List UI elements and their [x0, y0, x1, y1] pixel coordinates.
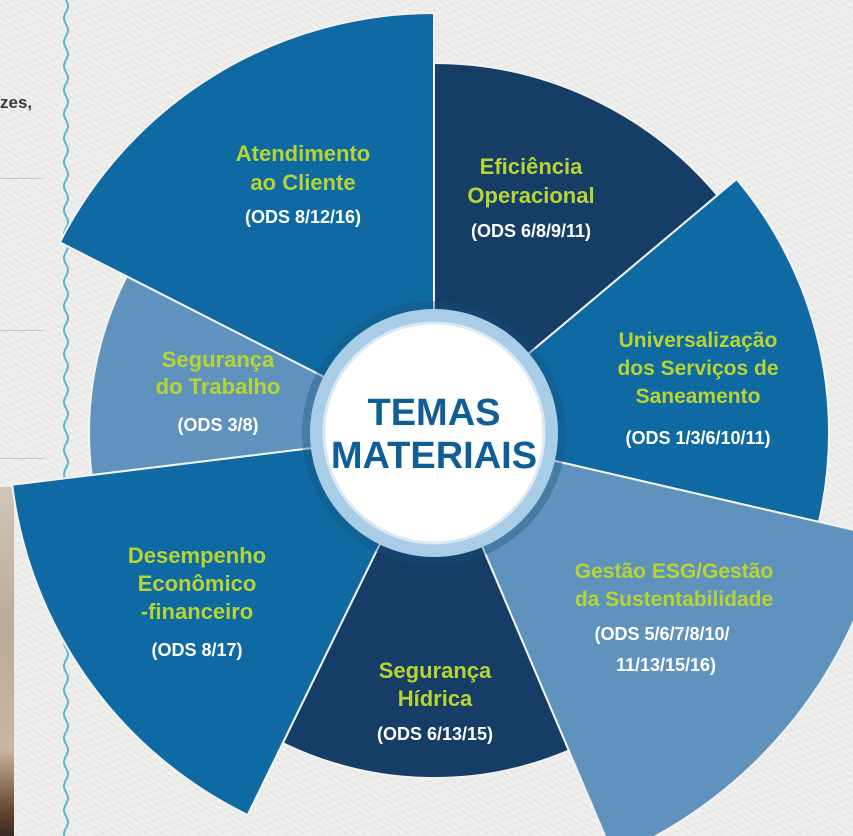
segment-title: Atendimento: [236, 141, 370, 166]
hub-circle: [322, 321, 546, 545]
label-eficiencia: Eficiência Operacional (ODS 6/8/9/11): [467, 154, 594, 241]
label-desempenho: Desempenho Econômico -financeiro (ODS 8/…: [128, 543, 266, 660]
hub-title-line1: TEMAS: [368, 392, 501, 434]
segment-title: Desempenho: [128, 543, 266, 568]
left-divider: [0, 458, 44, 459]
segment-desempenho: [11, 431, 436, 817]
left-divider: [0, 178, 44, 179]
left-text-fragment: zes,: [0, 93, 33, 112]
segment-title: da Sustentabilidade: [575, 588, 773, 611]
segment-ods: (ODS 8/17): [151, 640, 242, 660]
segment-atendimento: [58, 11, 435, 435]
segment-title: Operacional: [467, 183, 594, 208]
segment-ods: (ODS 8/12/16): [245, 207, 361, 227]
wavy-divider-line: [63, 0, 69, 836]
left-divider: [0, 330, 44, 331]
segment-ods: (ODS 5/6/7/8/10/: [594, 624, 729, 644]
segment-ods: (ODS 1/3/6/10/11): [625, 428, 770, 448]
segment-ods: (ODS 3/8): [177, 415, 258, 435]
segment-title: Segurança: [162, 347, 275, 372]
segment-seguranca-hidrica: [281, 430, 571, 779]
label-seguranca-trabalho: Segurança do Trabalho (ODS 3/8): [156, 347, 281, 435]
label-atendimento: Atendimento ao Cliente (ODS 8/12/16): [236, 141, 370, 227]
label-seguranca-hidrica: Segurança Hídrica (ODS 6/13/15): [377, 658, 493, 744]
segment-title: Segurança: [379, 658, 492, 683]
segment-title: Econômico: [138, 571, 257, 596]
photo-strip: [0, 487, 14, 836]
segment-ods: (ODS 6/8/9/11): [471, 221, 591, 241]
segment-title: Saneamento: [636, 385, 761, 408]
segment-title: -financeiro: [141, 599, 253, 624]
segment-gestao-esg: [432, 431, 853, 836]
segment-title: Eficiência: [480, 154, 583, 179]
segment-ods: 11/13/15/16): [616, 655, 716, 675]
segment-title: ao Cliente: [250, 170, 355, 195]
segment-title: dos Serviços de: [617, 357, 778, 380]
segment-title: Universalização: [619, 329, 778, 352]
hub-title-line2: MATERIAIS: [331, 435, 537, 477]
segment-title: Hídrica: [398, 686, 473, 711]
segment-ods: (ODS 6/13/15): [377, 724, 493, 744]
segment-title: Gestão ESG/Gestão: [575, 560, 773, 583]
segment-title: do Trabalho: [156, 374, 281, 399]
label-gestao-esg: Gestão ESG/Gestão da Sustentabilidade (O…: [575, 560, 773, 675]
label-universalizacao: Universalização dos Serviços de Saneamen…: [617, 329, 778, 448]
